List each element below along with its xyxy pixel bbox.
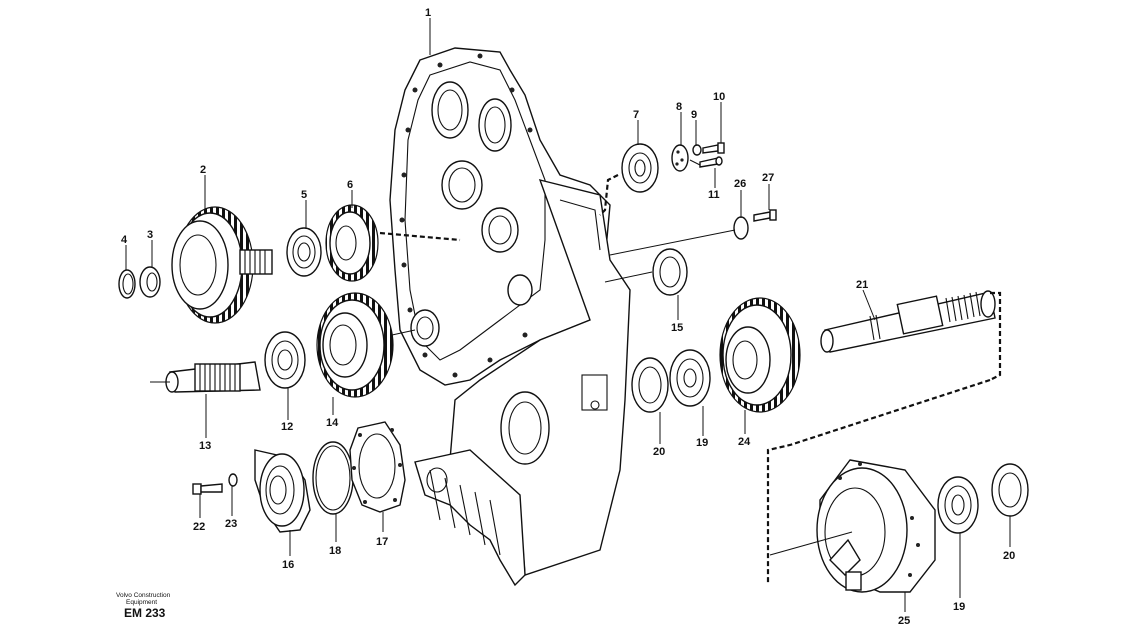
label-16: 16 (282, 559, 294, 571)
part-15-bearing (652, 248, 688, 296)
part-17-gasket (349, 421, 406, 513)
part-labels: 1 2 3 4 5 6 7 8 9 10 11 12 13 14 15 17 1… (121, 7, 1015, 627)
transmission-housing (389, 47, 631, 587)
part-7-bearing (621, 143, 659, 193)
part-10-bolt (702, 142, 725, 154)
label-23: 23 (225, 518, 237, 530)
footer-caption: Volvo Construction Equipment EM 233 (116, 592, 171, 620)
part-18-o-ring (312, 441, 354, 515)
label-3: 3 (147, 229, 153, 241)
label-5: 5 (301, 189, 307, 201)
label-11: 11 (708, 189, 720, 201)
part-21-shaft (820, 290, 996, 353)
part-5-bearing (286, 227, 322, 277)
part-11-pin (699, 156, 723, 168)
label-24: 24 (738, 436, 751, 448)
label-17: 17 (376, 536, 388, 548)
label-18: 18 (329, 545, 341, 557)
label-22: 22 (193, 521, 205, 533)
label-2: 2 (200, 164, 206, 176)
label-7: 7 (633, 109, 639, 121)
label-20b: 20 (1003, 550, 1015, 562)
label-20: 20 (653, 446, 665, 458)
label-19b: 19 (953, 601, 965, 613)
part-9-washer (692, 144, 702, 156)
label-27: 27 (762, 172, 774, 184)
label-4: 4 (121, 234, 128, 246)
label-26: 26 (734, 178, 746, 190)
part-3-bearing (139, 266, 161, 298)
part-25-hub (769, 459, 936, 593)
brand-line-2: Equipment (126, 599, 157, 606)
part-26-washer (733, 216, 749, 240)
part-20-seal (631, 357, 669, 413)
part-22-bolt (192, 483, 223, 495)
part-19-bearing (669, 349, 711, 407)
label-12: 12 (281, 421, 293, 433)
part-19b-bearing (937, 476, 979, 534)
label-1: 1 (425, 7, 431, 19)
label-14: 14 (326, 417, 339, 429)
part-12-bearing (264, 331, 306, 389)
label-8: 8 (676, 101, 682, 113)
label-6: 6 (347, 179, 353, 191)
part-14-gear (316, 292, 394, 398)
part-20b-seal (991, 463, 1029, 517)
part-27-bolt (753, 209, 777, 222)
label-15: 15 (671, 322, 683, 334)
diagram-code: EM 233 (124, 606, 166, 620)
part-6-gear (325, 204, 379, 282)
part-24-gear (719, 297, 801, 413)
label-19: 19 (696, 437, 708, 449)
part-2-gear (171, 206, 273, 324)
label-9: 9 (691, 109, 697, 121)
brand-line-1: Volvo Construction (116, 592, 171, 599)
part-4-snap-ring (118, 269, 136, 299)
part-8-plate (671, 144, 689, 172)
part-13-shaft (150, 361, 261, 393)
leader-lines (125, 18, 1011, 612)
part-16-cover (254, 449, 311, 533)
label-21: 21 (856, 279, 868, 291)
part-23-washer (228, 473, 238, 487)
label-13: 13 (199, 440, 211, 452)
label-10: 10 (713, 91, 725, 103)
label-25: 25 (898, 615, 910, 627)
